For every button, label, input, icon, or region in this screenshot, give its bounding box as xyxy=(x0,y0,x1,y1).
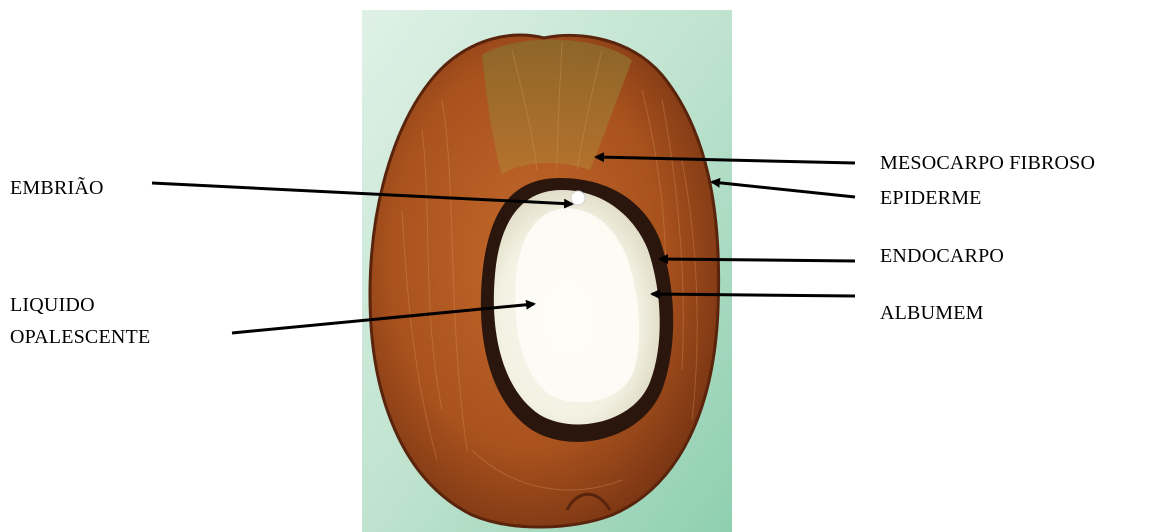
label-liquido-line1: LIQUIDO xyxy=(10,293,95,317)
label-liquido-line2: OPALESCENTE xyxy=(10,325,150,349)
label-albumem: ALBUMEM xyxy=(880,301,984,325)
label-endocarpo: ENDOCARPO xyxy=(880,244,1004,268)
arrow-epiderme xyxy=(712,182,855,197)
label-embriao: EMBRIÃO xyxy=(10,176,104,200)
embryo xyxy=(571,191,585,205)
label-mesocarpo-fibroso: MESOCARPO FIBROSO xyxy=(880,151,1095,175)
label-epiderme: EPIDERME xyxy=(880,186,982,210)
coconut-cross-section-image xyxy=(362,10,732,532)
